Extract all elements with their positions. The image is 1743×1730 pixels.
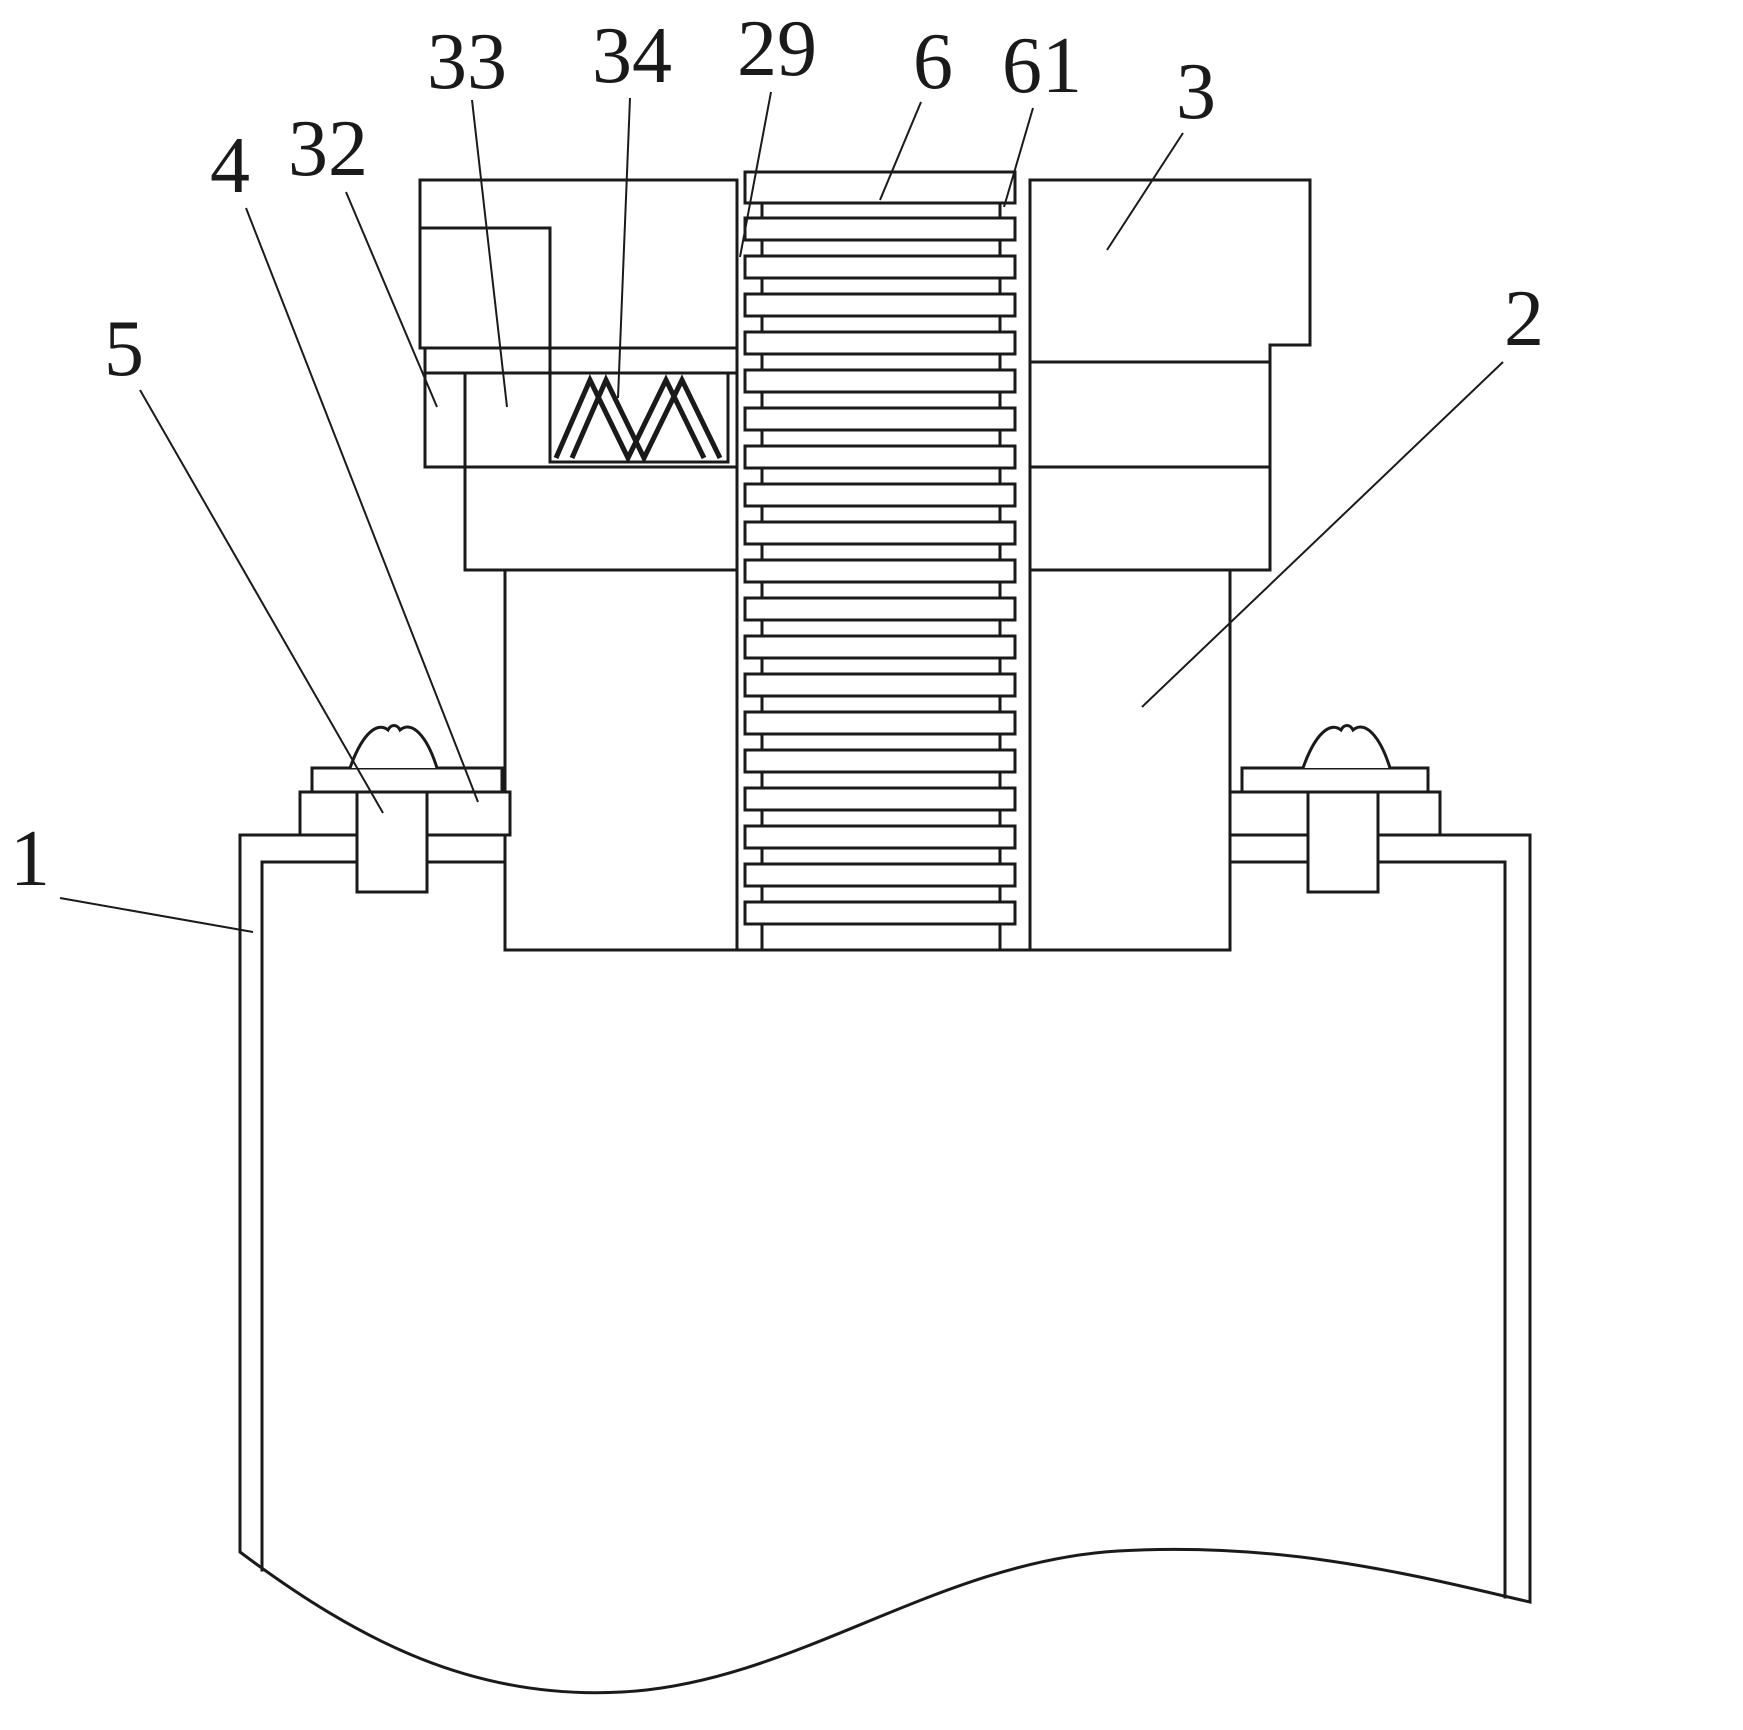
rod-thread-ring: [743, 406, 1017, 432]
leader-line-33: [471, 99, 508, 408]
rod-thread-ring: [743, 672, 1017, 698]
spring-zigzag-back: [569, 374, 723, 464]
right-fastener-plate: [1240, 766, 1430, 794]
top-right-block: [1028, 178, 1312, 572]
part-label-6: 6: [913, 18, 953, 106]
leader-line-1: [59, 897, 254, 933]
right-fastener-assembly: [1228, 724, 1442, 894]
rod-thread-ring: [743, 368, 1017, 394]
rod-thread-ring: [743, 634, 1017, 660]
rod-thread-ring: [743, 216, 1017, 242]
leader-line-61: [1003, 107, 1034, 208]
rod-thread-ring: [743, 786, 1017, 812]
rod-thread-ring: [743, 596, 1017, 622]
part-label-61: 61: [1002, 22, 1082, 110]
leader-line-34: [617, 97, 631, 399]
left-fastener-clip: [348, 724, 439, 769]
threaded-rod: [743, 170, 1017, 952]
part-labels: 1 2 3 4 5 6 29 32 33 34 61: [10, 5, 1544, 903]
part-label-2: 2: [1504, 275, 1544, 363]
leader-line-6: [879, 101, 922, 201]
left-fastener-bolt: [355, 790, 429, 894]
part-label-5: 5: [104, 305, 144, 393]
rod-thread-ring: [743, 444, 1017, 470]
right-fastener-clip: [1301, 724, 1392, 769]
rod-thread-ring: [743, 520, 1017, 546]
leader-line-29: [739, 91, 772, 258]
top-left-block: [418, 178, 739, 572]
rod-thread-ring: [743, 748, 1017, 774]
part-label-29: 29: [737, 5, 817, 93]
base-inner-wall-right: [1228, 860, 1507, 1599]
part-label-3: 3: [1176, 48, 1216, 136]
rod-thread-ring: [743, 482, 1017, 508]
rod-thread-ring: [743, 824, 1017, 850]
leader-lines: [59, 91, 1504, 933]
part-label-32: 32: [288, 105, 368, 193]
rod-thread-ring: [743, 558, 1017, 584]
rod-thread-ring: [743, 710, 1017, 736]
part-label-4: 4: [210, 122, 250, 210]
part-label-33: 33: [427, 18, 507, 106]
rod-thread-ring: [743, 292, 1017, 318]
support-column: [503, 178, 1232, 952]
rod-thread-ring: [743, 900, 1017, 926]
base-inner-wall-left: [260, 860, 507, 1572]
leader-line-2: [1141, 361, 1504, 708]
right-fastener-bolt: [1306, 790, 1380, 894]
base-outer-outline: [238, 833, 1532, 1695]
rod-thread-ring: [743, 330, 1017, 356]
part-label-1: 1: [10, 815, 50, 903]
part-label-34: 34: [592, 12, 672, 100]
rod-thread-ring: [743, 862, 1017, 888]
rod-thread-ring: [743, 254, 1017, 280]
leader-line-3: [1106, 132, 1184, 251]
spring-zigzag-front: [553, 374, 707, 464]
left-fastener-assembly: [298, 724, 512, 894]
base-housing: [238, 833, 1532, 1695]
leader-line-5: [139, 389, 384, 814]
leader-line-32: [345, 191, 438, 408]
leader-line-4: [245, 207, 479, 803]
